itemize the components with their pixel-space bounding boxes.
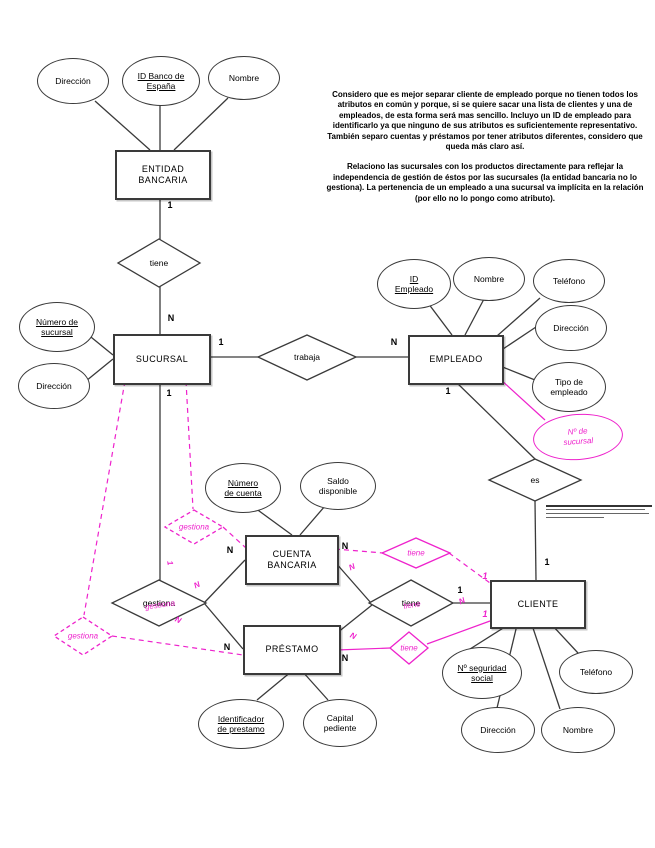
rel-tiene-pink-upper-label: tiene [407,548,425,558]
card-entidad-tiene: 1 [167,200,173,210]
card-gestiona-prestamo: N [223,642,231,652]
attr-cliente-nseguridad: Nº seguridad social [442,647,522,699]
diamond-es [487,458,583,502]
attr-empleado-nombre: Nombre [453,257,525,301]
attr-empleado-telefono: Teléfono [533,259,605,303]
diamond-tiene-central [367,579,455,627]
diamond-gestiona [110,579,208,627]
card-sucursal-trabaja: 1 [218,337,224,347]
card-tiene-cliente: 1 [457,585,463,595]
card-prestamo-tiene: N [341,653,349,663]
attr-cuenta-saldo: Saldo disponible [300,462,376,510]
attr-empleado-tipo: Tipo de empleado [532,362,606,412]
card-cuenta-tiene: N [341,541,349,551]
rel-tiene-pink-lower-label: tiene [400,643,418,653]
attr-entidad-nombre: Nombre [208,56,280,100]
pink-dashed-connectors [83,380,491,656]
entity-prestamo: PRÉSTAMO [243,625,341,675]
diamond-tiene-entidad [116,238,202,288]
attr-cliente-nombre: Nombre [541,707,615,753]
rel-trabaja-label: trabaja [294,352,320,362]
card-pink-tiene-cliente-lower: 1 [482,609,488,619]
illegible-fine-print-note [546,505,652,521]
attr-cliente-direccion: Dirección [461,707,535,753]
rel-gestiona-pink-lower-label: gestiona [67,631,99,641]
attr-empleado-direccion: Dirección [535,305,607,351]
rel-tiene-entidad-label: tiene [149,258,169,268]
card-gestiona-cuenta: N [226,545,234,555]
rel-es-label: es [530,475,540,485]
rel-gestiona-label: gestiona [142,598,176,608]
fine-print-line [546,505,652,507]
fine-print-line [546,516,605,519]
attr-cliente-telefono: Teléfono [559,650,633,694]
pink-solid-connectors [336,378,546,651]
attr-entidad-direccion: Dirección [37,58,109,104]
entity-entidad-bancaria: ENTIDAD BANCARIA [115,150,211,200]
card-tiene-sucursal: N [167,313,175,323]
note-paragraph-2: Relaciono las sucursales con los product… [326,162,644,203]
diamond-gestiona-pink-upper [163,509,225,545]
attr-prestamo-capital: Capital pediente [303,699,377,747]
attr-empleado-id: ID Empleado [377,259,451,309]
rel-gestiona-pink-upper-label: gestiona [178,522,210,532]
fine-print-line [546,508,645,511]
diamond-tiene-pink-upper [380,537,452,569]
card-empleado-es: 1 [445,386,451,396]
entity-cuenta-bancaria: CUENTA BANCARIA [245,535,339,585]
fine-print-line [546,512,649,515]
attr-cuenta-numero: Número de cuenta [205,463,281,513]
card-es-cliente: 1 [544,557,550,567]
note-paragraph-1: Considero que es mejor separar cliente d… [327,90,643,151]
pink-solid-diamonds [380,537,452,665]
card-trabaja-empleado: N [390,337,398,347]
entity-cliente: CLIENTE [490,580,586,629]
diamond-gestiona-pink-lower [52,616,114,656]
card-sucursal-gestiona: 1 [166,388,172,398]
author-notes: Considero que es mejor separar cliente d… [318,90,652,214]
diamond-trabaja [256,334,358,381]
rel-tiene-central-label: tiene [401,598,421,608]
entity-sucursal: SUCURSAL [113,334,211,385]
entity-empleado: EMPLEADO [408,335,504,385]
attr-prestamo-identificador: Identificador de prestamo [198,699,284,749]
attr-sucursal-direccion: Dirección [18,363,90,409]
attr-entidad-id-banco: ID Banco de España [122,56,200,106]
black-relationship-diamonds [110,238,583,627]
pink-dashed-diamonds [52,509,225,656]
attr-sucursal-numero: Número de sucursal [19,302,95,352]
card-pink-tiene-cliente-upper: 1 [482,571,488,581]
diamond-tiene-pink-lower [388,631,430,665]
